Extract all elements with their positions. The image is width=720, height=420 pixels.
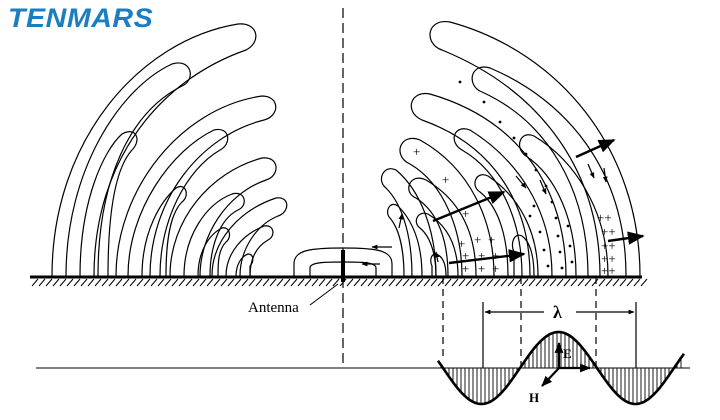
svg-text:+: + [488,232,495,247]
left-field-lobes [51,23,288,277]
projection-lines [442,277,597,368]
field-direction-arrows [398,163,608,263]
electric-field-label: E [563,346,572,361]
wavelength-label: λ [553,302,562,322]
ground [30,275,648,287]
magnetic-field-label: H [529,390,539,405]
svg-text:+: + [492,248,499,263]
svg-text:++: ++ [601,251,616,266]
svg-text:++: ++ [601,238,616,253]
wave-curve [436,330,686,406]
positive-charge-markers: + + + + + + + + + + + + ++ ++ ++ ++ ++ [413,144,616,278]
svg-text:++: ++ [601,263,616,278]
svg-text:++: ++ [597,210,612,225]
svg-text:+: + [474,232,481,247]
svg-text:+: + [478,248,485,263]
svg-text:+: + [462,248,469,263]
svg-text:+: + [462,261,469,276]
svg-text:+: + [478,261,485,276]
antenna-label-leader [309,283,339,306]
em-field-vectors [541,341,592,387]
svg-text:+: + [462,206,469,221]
svg-text:++: ++ [601,224,616,239]
svg-text:+: + [458,236,465,251]
antenna-label: Antenna [248,300,299,316]
near-field-loop [293,244,393,276]
propagation-arrows [432,138,645,265]
tenmars-logo: TENMARS [8,3,154,33]
wavelength-marker [482,302,637,368]
negative-charge-dots [458,80,574,270]
svg-text:+: + [442,172,449,187]
svg-text:+: + [492,261,499,276]
svg-text:+: + [413,144,420,159]
